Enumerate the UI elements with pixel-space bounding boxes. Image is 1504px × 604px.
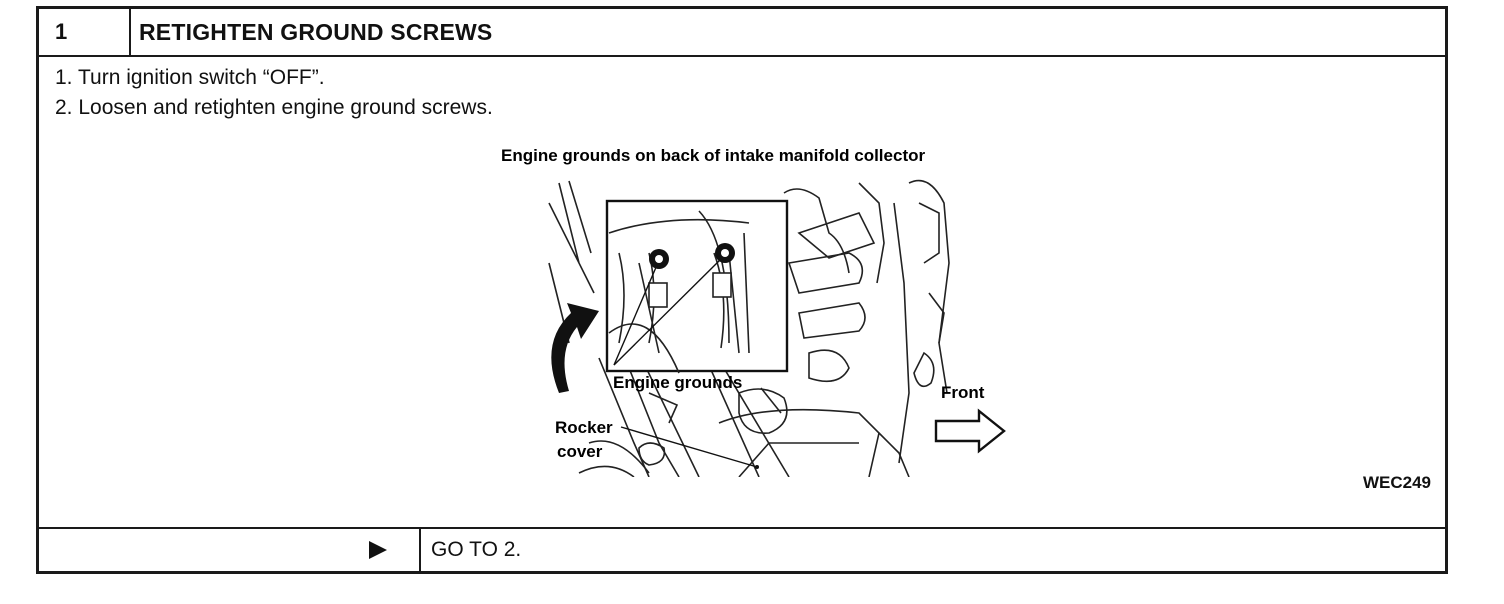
step-number: 1: [39, 9, 131, 55]
step-footer: GO TO 2.: [39, 529, 1445, 571]
right-pointer-triangle-icon: [369, 541, 387, 559]
engine-ground-illustration: Engine grounds on back of intake manifol…: [501, 146, 1006, 477]
label-front: Front: [941, 383, 985, 402]
step-body: 1. Turn ignition switch “OFF”. 2. Loosen…: [39, 57, 1445, 529]
curved-arrow-icon: [551, 303, 599, 393]
ground-leader-lines: [613, 258, 722, 366]
goto-next-step[interactable]: GO TO 2.: [431, 538, 522, 561]
engine-line-art: [548, 179, 950, 477]
instruction-2: 2. Loosen and retighten engine ground sc…: [55, 96, 493, 119]
step-header: 1 RETIGHTEN GROUND SCREWS: [39, 9, 1445, 57]
rocker-leader-line: [620, 426, 758, 468]
ground-terminals: [608, 210, 750, 374]
front-arrow-icon: [934, 408, 1006, 454]
label-rocker-line1: Rocker: [555, 418, 613, 437]
label-engine-grounds: Engine grounds: [613, 373, 742, 392]
result-arrow-cell: [39, 529, 421, 571]
figure-caption: Engine grounds on back of intake manifol…: [501, 146, 925, 165]
label-rocker-line2: cover: [557, 442, 603, 461]
instruction-1: 1. Turn ignition switch “OFF”.: [55, 66, 325, 89]
figure-code: WEC249: [1362, 473, 1431, 492]
step-title: RETIGHTEN GROUND SCREWS: [139, 19, 493, 45]
procedure-table: 1 RETIGHTEN GROUND SCREWS 1. Turn igniti…: [36, 6, 1448, 574]
